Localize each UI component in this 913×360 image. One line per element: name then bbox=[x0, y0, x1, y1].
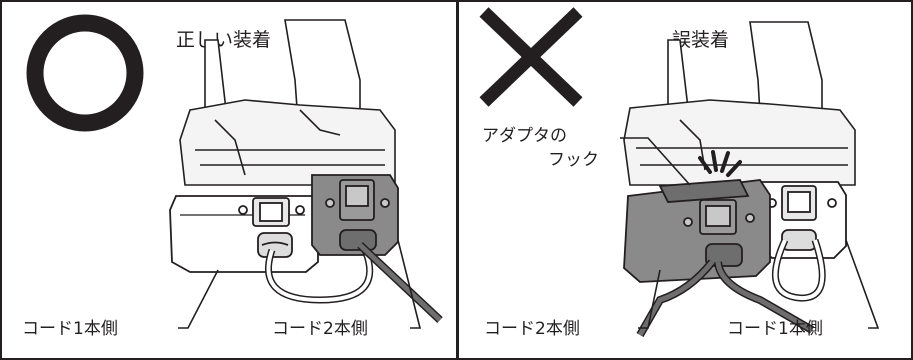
right-leader-lines bbox=[620, 137, 880, 329]
left-panel: 正しい装着 bbox=[22, 14, 443, 339]
right-adapter-gray bbox=[623, 179, 771, 283]
right-label-cord2: コード2本側 bbox=[484, 319, 580, 339]
right-title: 誤装着 bbox=[672, 29, 729, 51]
right-label-hook-line2: フック bbox=[548, 150, 599, 170]
left-title: 正しい装着 bbox=[176, 29, 271, 51]
left-label-cord1: コード1本側 bbox=[22, 319, 118, 339]
right-panel: 誤装着 bbox=[479, 7, 880, 339]
right-adapter-white bbox=[759, 181, 847, 259]
cross-mark-icon bbox=[479, 7, 583, 107]
left-adapter-gray bbox=[311, 174, 399, 256]
right-label-cord1: コード1本側 bbox=[727, 319, 823, 339]
left-adapter-white bbox=[169, 195, 319, 273]
left-label-cord2: コード2本側 bbox=[272, 319, 368, 339]
left-tool-body bbox=[179, 19, 396, 186]
circle-mark-icon bbox=[26, 14, 144, 132]
left-leader-lines bbox=[178, 239, 422, 329]
right-tool-body bbox=[623, 21, 856, 186]
left-cables bbox=[265, 242, 443, 323]
impact-icon bbox=[698, 150, 742, 177]
right-cables bbox=[636, 238, 826, 337]
right-label-hook-line1: アダプタの bbox=[482, 126, 567, 146]
